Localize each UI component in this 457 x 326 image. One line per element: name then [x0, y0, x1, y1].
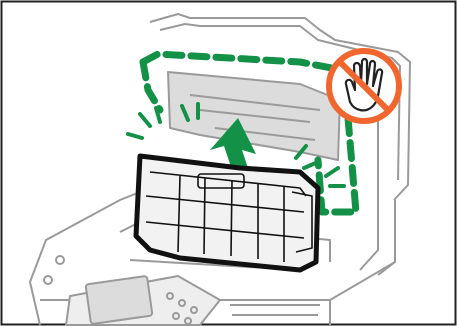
highlight-region-left — [143, 62, 160, 110]
panel-button — [56, 256, 64, 264]
toner-cartridge — [136, 156, 318, 270]
panel-button — [44, 276, 52, 284]
control-panel-display — [86, 276, 153, 324]
do-not-touch-icon — [326, 48, 402, 124]
